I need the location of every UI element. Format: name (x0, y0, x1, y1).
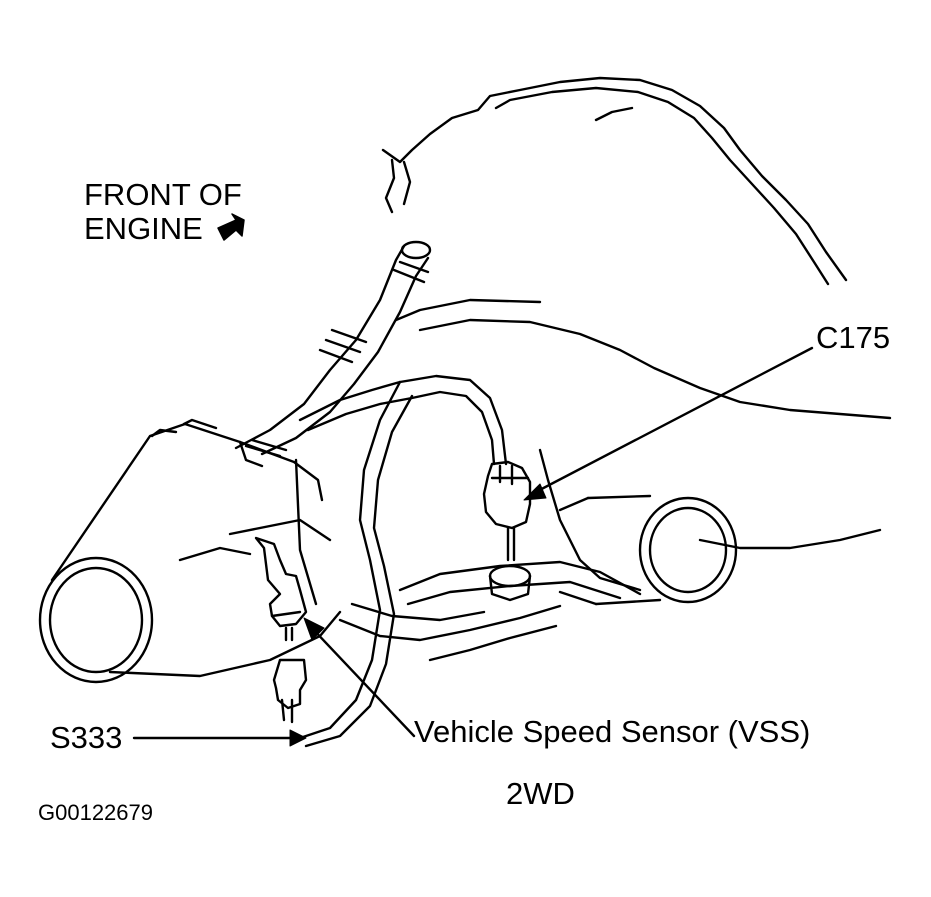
drive-type-label: 2WD (506, 776, 575, 811)
s333-arrowhead (289, 729, 307, 747)
front-of-engine-label: FRONT OF ENGINE (84, 178, 242, 246)
transmission-housing (381, 76, 892, 592)
front-of-line: FRONT OF (84, 177, 242, 212)
transmission-pan (338, 560, 642, 662)
vss-leader (308, 624, 416, 738)
arrow-up-right-icon (217, 213, 245, 241)
c175-leader (530, 346, 814, 496)
extension-housing (38, 418, 342, 684)
c175-label: C175 (816, 320, 891, 355)
vss-arrowhead (303, 617, 325, 641)
c175-connector (482, 460, 532, 602)
output-housing (558, 494, 738, 606)
figure-id: G00122679 (38, 800, 153, 825)
vss-label: Vehicle Speed Sensor (VSS) (414, 714, 811, 749)
s333-label: S333 (50, 720, 123, 755)
wiring-harness (298, 374, 508, 748)
vss-sensor (254, 536, 308, 724)
c175-arrowhead (523, 483, 547, 501)
engine-line: ENGINE (84, 211, 203, 246)
shift-cable (234, 240, 432, 458)
